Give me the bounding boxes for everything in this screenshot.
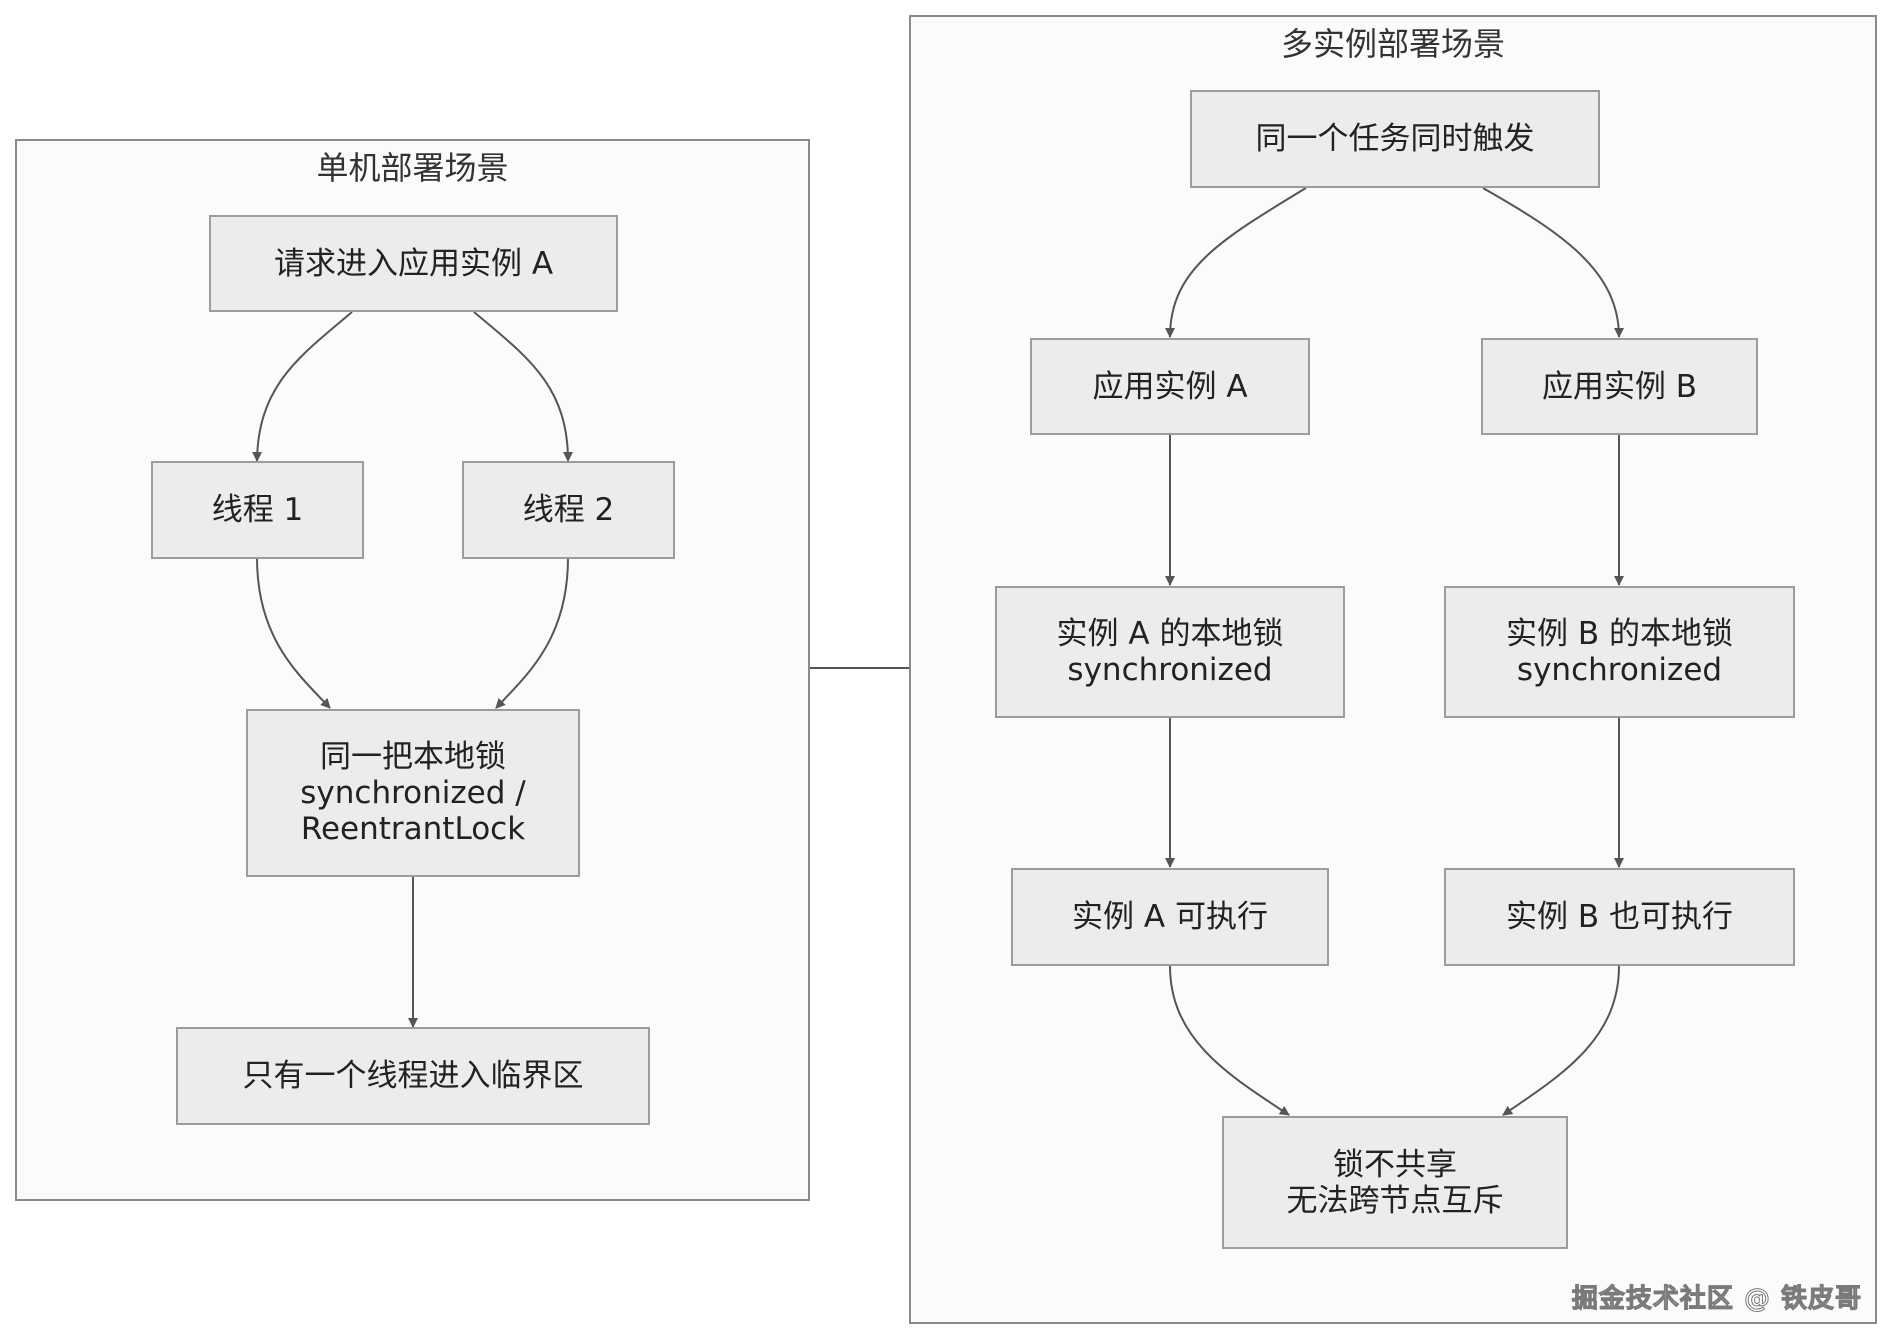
node-thread1-line-1: 线程 1 <box>211 492 304 528</box>
node-shared-lock-line-3: ReentrantLock <box>300 811 526 847</box>
node-one-thread-line-1: 只有一个线程进入临界区 <box>242 1058 584 1094</box>
node-lock-b-line-1: 实例 B 的本地锁 <box>1506 616 1733 652</box>
node-app-instance-b: 应用实例 B <box>1481 338 1758 435</box>
node-thread-2: 线程 2 <box>462 461 675 559</box>
node-app-b-line-1: 应用实例 B <box>1541 368 1698 405</box>
cluster-multi-title: 多实例部署场景 <box>1280 25 1505 63</box>
watermark-text: 掘金技术社区 @ 铁皮哥 <box>1571 1284 1862 1315</box>
node-instance-a-executes: 实例 A 可执行 <box>1011 868 1329 966</box>
node-exec-b-line-1: 实例 B 也可执行 <box>1506 899 1733 935</box>
node-request-app-a: 请求进入应用实例 A <box>209 215 618 312</box>
node-one-thread-critical: 只有一个线程进入临界区 <box>176 1027 650 1125</box>
cluster-single-title: 单机部署场景 <box>316 149 509 187</box>
node-lock-not-shared: 锁不共享 无法跨节点互斥 <box>1222 1116 1568 1249</box>
node-app-a-line-1: 应用实例 A <box>1092 368 1248 405</box>
node-shared-local-lock: 同一把本地锁 synchronized / ReentrantLock <box>246 709 580 877</box>
node-not-shared-line-2: 无法跨节点互斥 <box>1286 1182 1504 1219</box>
node-app-instance-a: 应用实例 A <box>1030 338 1310 435</box>
node-instance-a-local-lock: 实例 A 的本地锁 synchronized <box>995 586 1345 718</box>
node-lock-a-line-1: 实例 A 的本地锁 <box>1056 616 1284 652</box>
node-trigger-line-1: 同一个任务同时触发 <box>1255 121 1535 157</box>
node-exec-a-line-1: 实例 A 可执行 <box>1072 899 1268 935</box>
node-lock-a-line-2: synchronized <box>1067 652 1273 688</box>
node-request-line-1: 请求进入应用实例 A <box>273 245 554 282</box>
node-thread2-line-1: 线程 2 <box>522 492 615 528</box>
node-shared-lock-line-1: 同一把本地锁 <box>320 739 506 775</box>
node-thread-1: 线程 1 <box>151 461 364 559</box>
node-instance-b-local-lock: 实例 B 的本地锁 synchronized <box>1444 586 1795 718</box>
node-shared-lock-line-2: synchronized / <box>300 775 526 811</box>
node-lock-b-line-2: synchronized <box>1516 652 1723 688</box>
node-not-shared-line-1: 锁不共享 <box>1333 1146 1457 1183</box>
node-instance-b-executes: 实例 B 也可执行 <box>1444 868 1795 966</box>
node-task-trigger: 同一个任务同时触发 <box>1190 90 1600 188</box>
